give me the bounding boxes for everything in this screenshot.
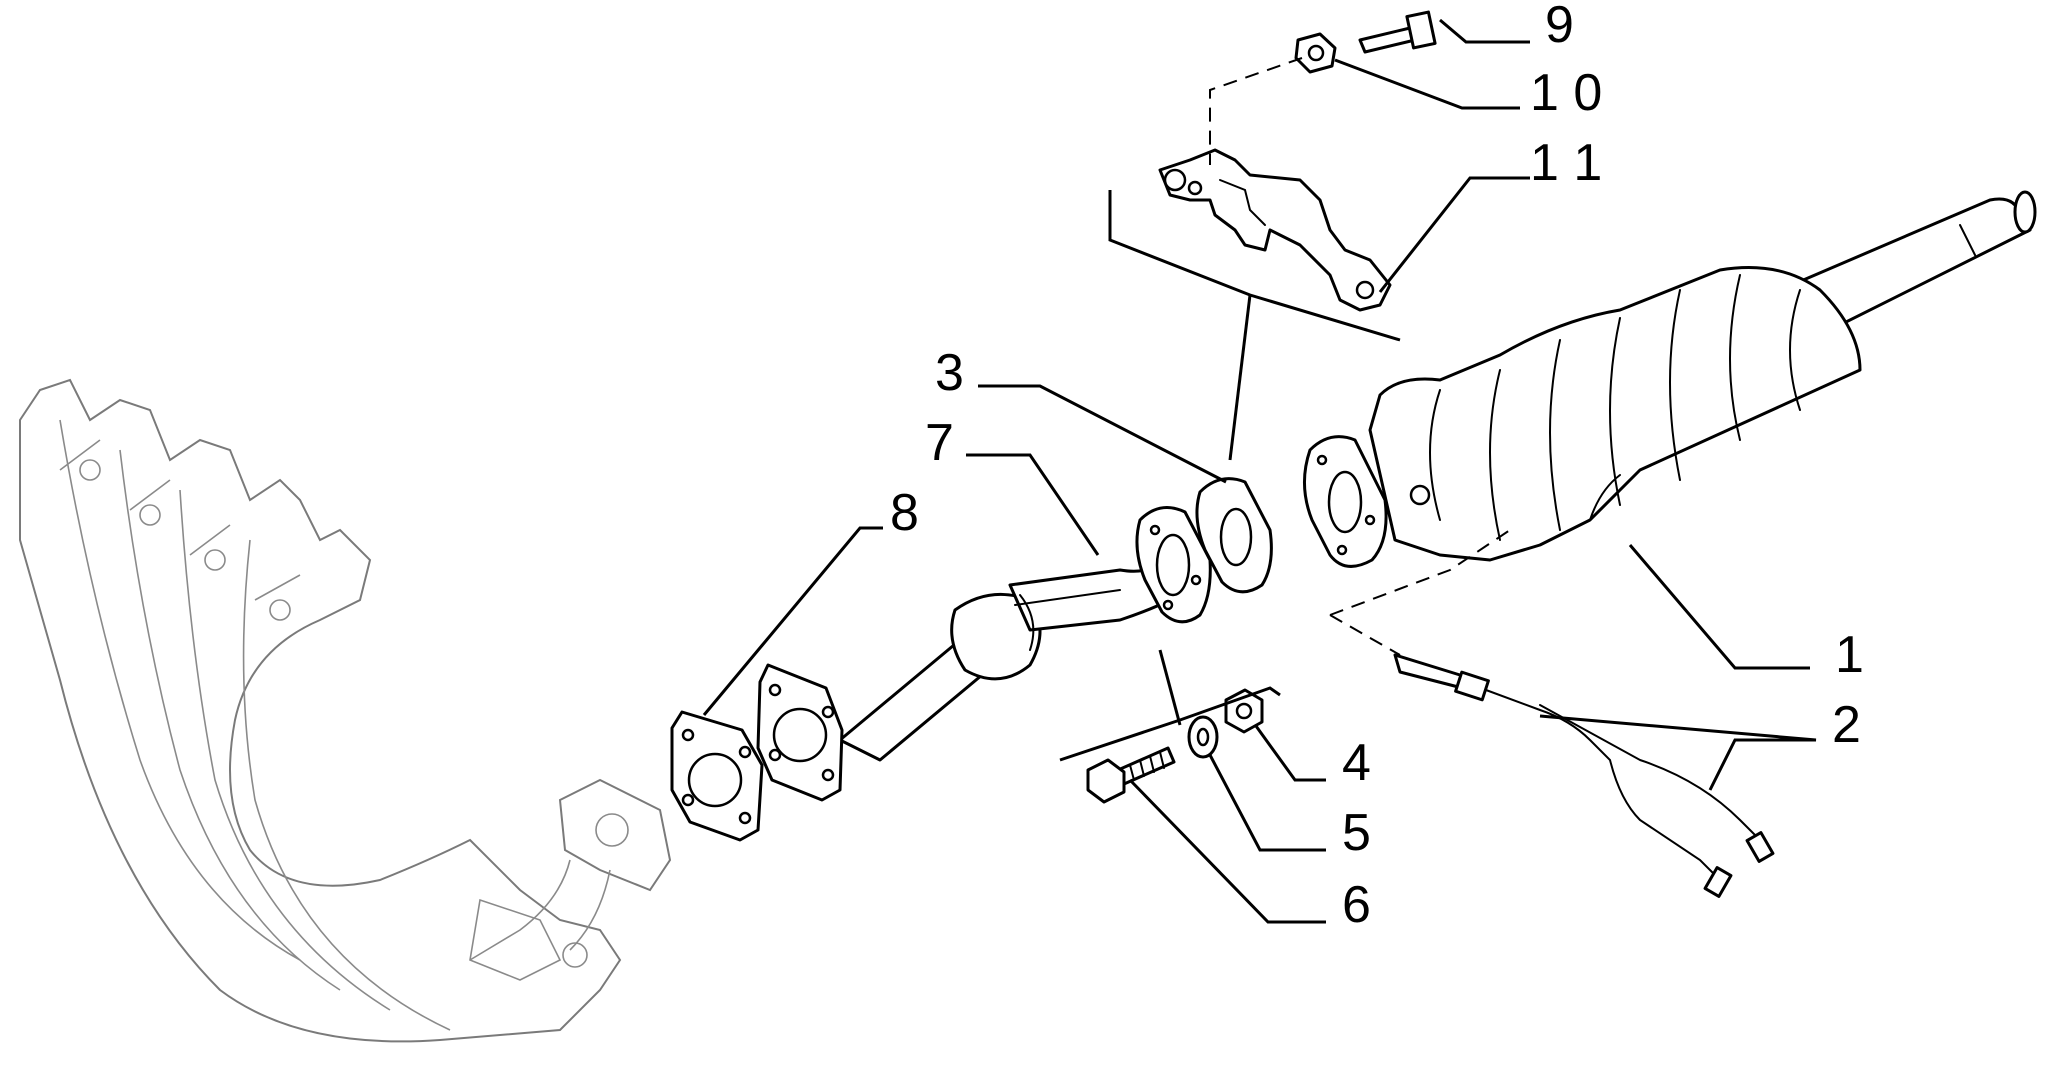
nut-10	[1294, 32, 1337, 74]
callout-3: 3	[935, 344, 964, 402]
catalytic-converter-1	[1302, 190, 2037, 568]
callout-4: 4	[1342, 734, 1371, 792]
exhaust-manifold	[19, 378, 672, 1043]
callout-7: 7	[925, 414, 954, 472]
callout-2: 2	[1832, 696, 1861, 754]
front-pipe-7	[756, 506, 1212, 802]
gasket-3	[1195, 477, 1273, 594]
leader-lines	[702, 18, 1817, 924]
callout-10: 1 0	[1530, 64, 1602, 122]
callout-1: 1	[1835, 626, 1864, 684]
callout-labels: 1 2 3 4 5 6 7 8 9 1 0 1 1	[890, 0, 1864, 934]
callout-6: 6	[1342, 876, 1371, 934]
bracket-11	[1158, 148, 1392, 312]
callout-11: 1 1	[1530, 134, 1602, 192]
callout-9: 9	[1545, 0, 1574, 54]
callout-5: 5	[1342, 804, 1371, 862]
washer-5	[1187, 715, 1219, 759]
bolt-6	[1086, 746, 1176, 804]
assembly-lines	[1059, 57, 1511, 762]
bolt-9	[1358, 10, 1437, 54]
callout-8: 8	[890, 484, 919, 542]
gasket-8	[670, 710, 764, 842]
lambda-sensor-2	[1393, 653, 1775, 898]
